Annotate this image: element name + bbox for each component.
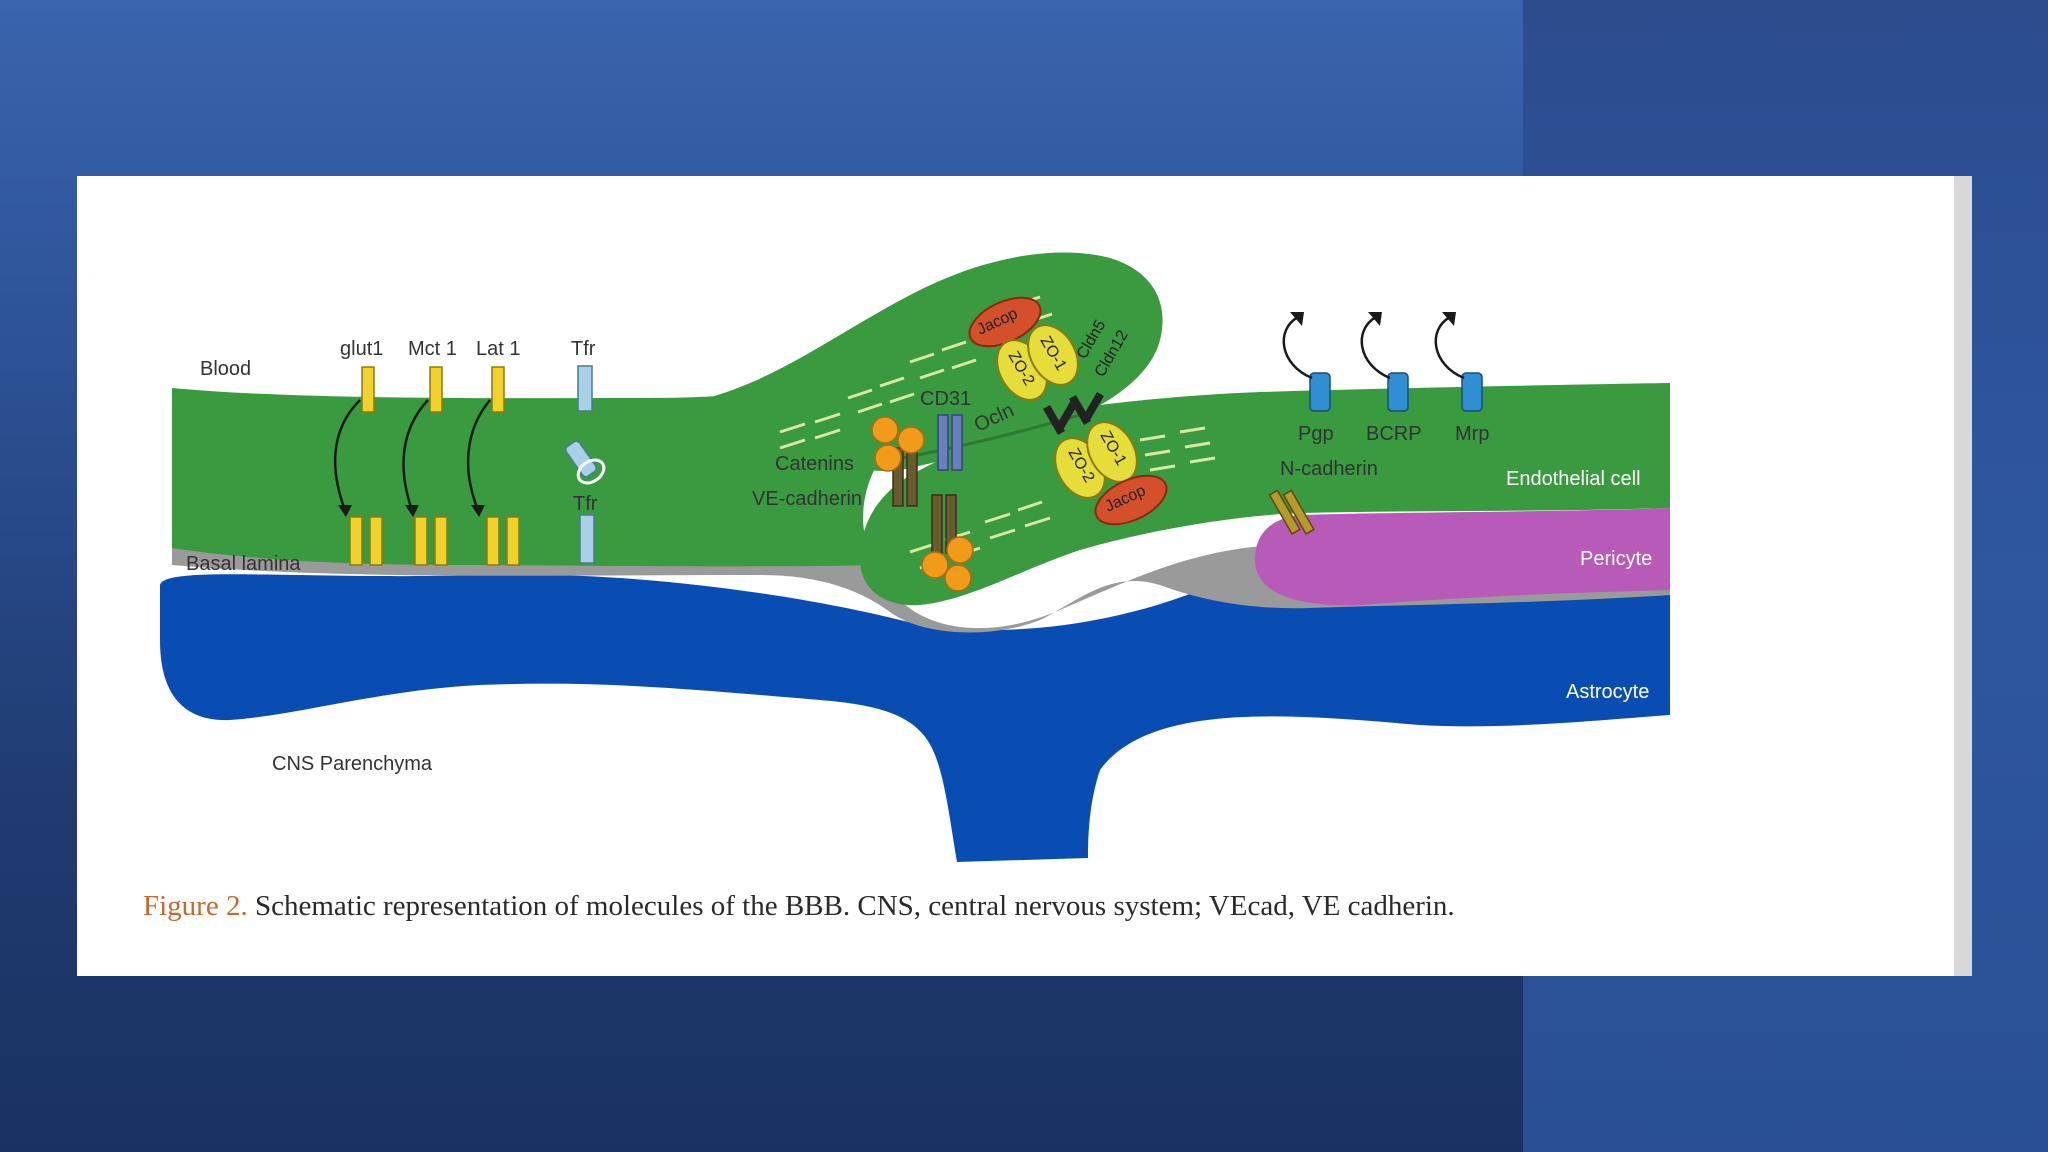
cd31-bar-1 <box>937 414 949 471</box>
pericyte-region <box>1255 508 1670 606</box>
figure-number: Figure 2. <box>143 890 248 922</box>
jacop-bottom <box>1094 474 1168 526</box>
mct1-channel-top <box>429 366 443 413</box>
tight-junction-top <box>968 296 1079 401</box>
ve-cadherin-bar-1 <box>892 447 904 507</box>
tfr-vesicle <box>564 440 606 485</box>
label-astrocyte: Astrocyte <box>1566 681 1649 703</box>
label-ve-cadherin: VE-cadherin <box>752 488 862 510</box>
label-cns-parenchyma: CNS Parenchyma <box>272 753 433 775</box>
efflux-arrows <box>1282 315 1465 380</box>
endothelial-cell-right <box>859 383 1670 606</box>
bcrp-transporter <box>1387 372 1409 412</box>
label-tfr-top: Tfr <box>571 338 596 360</box>
label-catenins: Catenins <box>775 453 854 475</box>
mrp-transporter <box>1461 372 1483 412</box>
tight-junction-bottom <box>1054 421 1168 526</box>
junction-strands <box>779 295 1216 570</box>
tfr-receptor-bottom <box>579 514 595 564</box>
label-lat1: Lat 1 <box>476 338 520 360</box>
label-cd31: CD31 <box>920 388 971 410</box>
cd31-bar-2 <box>951 414 963 471</box>
label-mrp: Mrp <box>1455 423 1489 445</box>
label-endothelial-cell: Endothelial cell <box>1506 468 1641 490</box>
astrocyte-region <box>160 574 1670 862</box>
label-bcrp: BCRP <box>1366 423 1422 445</box>
label-glut1: glut1 <box>340 338 383 360</box>
label-pericyte: Pericyte <box>1580 548 1652 570</box>
label-pgp: Pgp <box>1298 423 1334 445</box>
tfr-receptor-top <box>577 365 593 412</box>
figure-caption-text: Schematic representation of molecules of… <box>254 890 1455 922</box>
card-edge <box>1954 176 1972 976</box>
label-mct1: Mct 1 <box>408 338 457 360</box>
claudin-occludin-strands <box>1043 392 1104 435</box>
pgp-transporter <box>1309 372 1331 412</box>
label-n-cadherin: N-cadherin <box>1280 458 1378 480</box>
lat1-channel-top <box>491 366 505 413</box>
label-blood: Blood <box>200 358 251 380</box>
zo1-top <box>1027 324 1079 386</box>
figure-caption: Figure 2. Schematic representation of mo… <box>143 890 1943 923</box>
glut1-channel-top <box>361 366 375 413</box>
efflux-transporters <box>1309 372 1483 412</box>
label-basal-lamina: Basal lamina <box>186 553 301 575</box>
label-tfr-bottom: Tfr <box>573 493 598 515</box>
transporter-group <box>349 366 520 566</box>
n-cadherin-marker <box>1268 489 1315 535</box>
transport-arrows <box>333 399 491 511</box>
ve-cadherin-bar-2 <box>906 447 918 507</box>
catenins-cluster <box>871 416 974 592</box>
